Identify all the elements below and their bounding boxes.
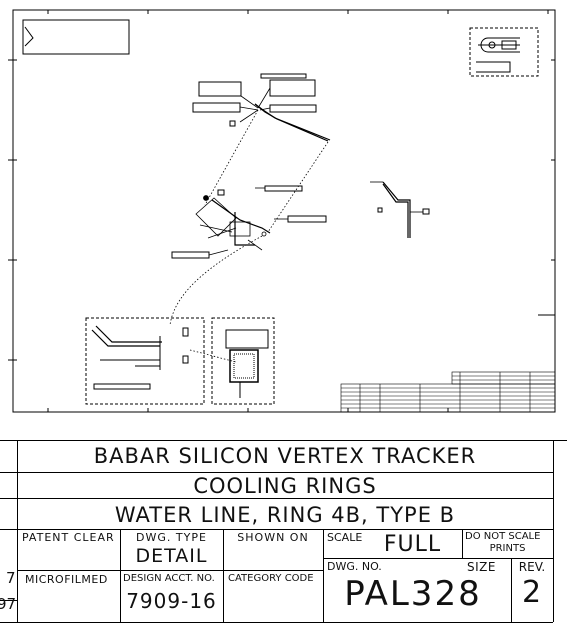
- patent-clear-label: PATENT CLEAR: [22, 531, 115, 544]
- microfilmed-label: MICROFILMED: [25, 573, 108, 586]
- key-plan: [469, 27, 539, 77]
- tb-rule-1: [0, 472, 553, 473]
- dwg-type-value: DETAIL: [135, 545, 208, 567]
- callout-boxes: [171, 73, 430, 259]
- tb-rule-4: [17, 570, 323, 571]
- do-not-scale-line-2: PRINTS: [489, 543, 526, 554]
- dwg-no-value: PAL328: [344, 574, 482, 614]
- pipe-route: [211, 103, 411, 246]
- drawing-border: [12, 9, 556, 413]
- detail-view-a: [85, 317, 205, 405]
- size-label: SIZE: [467, 560, 496, 574]
- scale-value: FULL: [383, 532, 442, 557]
- parts-list: [340, 371, 556, 413]
- title-line-1: BABAR SILICON VERTEX TRACKER: [93, 444, 477, 468]
- design-acct-value: 7909-16: [126, 589, 217, 613]
- category-code-label: CATEGORY CODE: [228, 573, 314, 584]
- detail-cluster: [195, 195, 267, 251]
- drawing-sheet: [8, 9, 556, 413]
- tb-rule-5: [323, 558, 553, 559]
- scale-label: SCALE: [327, 531, 363, 544]
- title-block: BABAR SILICON VERTEX TRACKER COOLING RIN…: [0, 440, 567, 627]
- shown-on-label: SHOWN ON: [237, 531, 309, 544]
- tb-rule-top: [0, 440, 567, 441]
- tb-left-edge: [17, 440, 18, 622]
- tb-col-1: [120, 529, 121, 622]
- tb-rule-bottom: [0, 622, 553, 623]
- title-line-3: WATER LINE, RING 4B, TYPE B: [114, 503, 456, 527]
- leader-lines: [208, 87, 423, 256]
- do-not-scale-line-1: DO NOT SCALE: [465, 531, 541, 542]
- title-line-2: COOLING RINGS: [193, 474, 377, 498]
- tb-margin-rule: [0, 600, 17, 601]
- left-margin-number-1: 7: [6, 569, 16, 587]
- tb-col-3: [323, 529, 324, 622]
- dwg-type-label: DWG. TYPE: [136, 531, 207, 544]
- tb-col-5: [511, 558, 512, 622]
- tb-rule-3: [0, 529, 553, 530]
- border-ticks: [8, 10, 555, 412]
- detail-view-b: [211, 317, 275, 405]
- rev-label: REV.: [518, 560, 546, 574]
- rev-value: 2: [521, 575, 543, 610]
- projection-lines: [169, 109, 329, 363]
- tb-col-4: [462, 529, 463, 558]
- left-margin-number-2: 97: [0, 595, 17, 613]
- design-acct-label: DESIGN ACCT. NO.: [123, 573, 215, 584]
- tb-right-edge: [553, 440, 554, 622]
- dwg-no-label: DWG. NO.: [327, 560, 382, 573]
- revision-box: [22, 19, 130, 55]
- tb-rule-2: [0, 498, 553, 499]
- tb-col-2: [223, 529, 224, 622]
